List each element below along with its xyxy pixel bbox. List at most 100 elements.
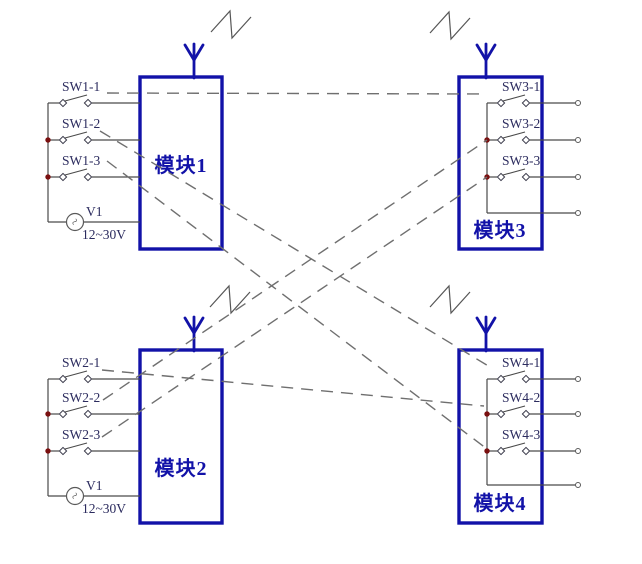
switch-lever (64, 370, 88, 378)
wireless-link-SW2-3-SW3-3 (101, 176, 488, 438)
switch-label: SW2-1 (62, 355, 100, 370)
module-label: 模块1 (155, 153, 208, 177)
switch-label: SW4-3 (502, 427, 540, 442)
antenna-arm-right (192, 316, 205, 335)
antenna-arm-left (475, 43, 488, 62)
terminal-icon (575, 137, 581, 143)
wireless-link-SW1-1-SW3-1 (106, 92, 485, 95)
rf-zigzag-icon (210, 9, 252, 40)
junction-dot (45, 448, 51, 454)
switch-contact-icon (83, 409, 93, 419)
switch-label: SW1-1 (62, 79, 100, 94)
ac-source-icon (65, 212, 85, 232)
switch-SW2-2: SW2-2 (45, 390, 140, 419)
switch-label: SW3-3 (502, 153, 540, 168)
switch-contact-icon (58, 409, 68, 419)
module-label: 模块2 (155, 456, 208, 480)
switch-SW1-2: SW1-2 (45, 116, 140, 145)
switch-label: SW3-1 (502, 79, 540, 94)
switch-contact-icon (83, 98, 93, 108)
rf-zigzag-icon (429, 284, 471, 315)
switch-lever (64, 131, 88, 139)
antenna-arm-right (484, 43, 497, 62)
common-return (487, 482, 581, 488)
source-name: V1 (86, 478, 103, 493)
switch-contact-icon (521, 98, 531, 108)
switch-SW3-1: SW3-1 (487, 79, 581, 108)
switch-lever (64, 168, 88, 176)
antenna-icon (475, 42, 497, 80)
switch-label: SW4-1 (502, 355, 540, 370)
module-box (138, 75, 224, 251)
switch-label: SW4-2 (502, 390, 540, 405)
rf-zigzag-icon (209, 284, 251, 315)
antenna-arm-right (192, 43, 205, 62)
switch-lever (64, 405, 88, 413)
switch-SW3-2: SW3-2 (484, 116, 581, 145)
switch-contact-icon (496, 446, 506, 456)
module-box (457, 348, 544, 525)
switch-contact-icon (496, 98, 506, 108)
switch-contact-icon (58, 172, 68, 182)
switch-lever (502, 168, 526, 176)
switch-lever (502, 131, 526, 139)
antenna-icon (183, 315, 205, 353)
switch-label: SW2-2 (62, 390, 100, 405)
terminal-icon (575, 174, 581, 180)
switch-label: SW1-2 (62, 116, 100, 131)
switch-contact-icon (58, 446, 68, 456)
antenna-arm-left (183, 43, 196, 62)
rf-zigzag-icon (429, 10, 471, 41)
terminal-icon (575, 100, 581, 106)
switch-contact-icon (496, 135, 506, 145)
junction-dot (484, 411, 490, 417)
switch-contact-icon (521, 409, 531, 419)
module-label: 模块4 (474, 491, 527, 515)
switch-SW4-1: SW4-1 (487, 355, 581, 384)
module-label: 模块3 (474, 218, 527, 242)
switch-lever (64, 94, 88, 102)
wireless-link-SW2-1-SW4-2 (101, 369, 485, 407)
switch-SW3-3: SW3-3 (484, 153, 581, 182)
wireless-link-SW1-3-SW4-3 (106, 160, 488, 450)
switch-contact-icon (58, 98, 68, 108)
module-box (457, 75, 544, 251)
switch-contact-icon (496, 172, 506, 182)
switch-contact-icon (83, 172, 93, 182)
terminal-icon (575, 210, 581, 216)
antenna-arm-left (475, 316, 488, 335)
switch-lever (502, 442, 526, 450)
terminal-icon (575, 411, 581, 417)
source-range: 12~30V (82, 227, 126, 242)
switch-label: SW3-2 (502, 116, 540, 131)
junction-dot (45, 411, 51, 417)
antenna-icon (183, 42, 205, 80)
switch-SW1-1: SW1-1 (48, 79, 140, 108)
source-range: 12~30V (82, 501, 126, 516)
switch-contact-icon (58, 374, 68, 384)
common-return (487, 210, 581, 216)
junction-dot (45, 137, 51, 143)
switch-lever (502, 94, 526, 102)
switch-contact-icon (521, 374, 531, 384)
wireless-link-SW1-2-SW4-1 (99, 130, 491, 368)
module-box (138, 348, 224, 525)
terminal-icon (575, 482, 581, 488)
switch-contact-icon (496, 374, 506, 384)
antenna-arm-left (183, 316, 196, 335)
switch-label: SW1-3 (62, 153, 100, 168)
source-name: V1 (86, 204, 103, 219)
switch-contact-icon (83, 374, 93, 384)
switch-SW4-3: SW4-3 (484, 427, 581, 456)
switch-contact-icon (58, 135, 68, 145)
wireless-link-SW2-2-SW3-2 (102, 139, 488, 401)
switch-SW2-1: SW2-1 (48, 355, 140, 384)
junction-dot (45, 174, 51, 180)
switch-lever (502, 405, 526, 413)
